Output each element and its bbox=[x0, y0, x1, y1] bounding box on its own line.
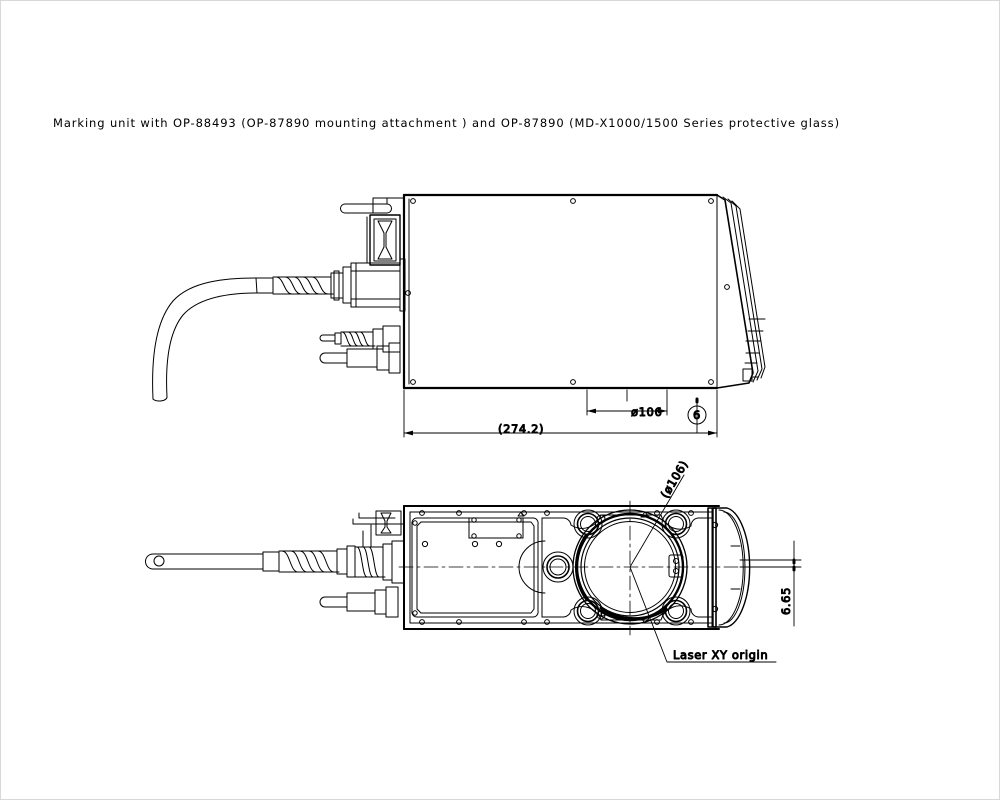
dimension-lens-diameter: ø106 bbox=[631, 405, 662, 419]
circled-detail-marker-label: 6 bbox=[693, 408, 701, 422]
boss-top-left bbox=[573, 509, 603, 539]
side-elevation-view: (274.2) ø106 6 bbox=[152, 193, 766, 438]
diameter-reference-leader bbox=[629, 474, 685, 568]
dimension-lens-diameter-ref: (ø106) bbox=[658, 458, 691, 501]
lower-connector-group bbox=[319, 325, 401, 374]
protective-glass-cap bbox=[707, 507, 751, 628]
dimension-lines-side-view bbox=[403, 389, 718, 438]
cover-plate-outline bbox=[411, 517, 539, 618]
circled-detail-marker: 6 bbox=[687, 405, 707, 425]
body-fasteners bbox=[405, 198, 730, 385]
laser-origin-leader bbox=[629, 566, 777, 663]
centerlines bbox=[398, 500, 782, 636]
drawing-caption: Marking unit with OP-88493 (OP-87890 mou… bbox=[53, 116, 840, 130]
bottom-plan-view: (ø106) Laser XY origin 6.65 bbox=[145, 457, 802, 663]
marking-head-body bbox=[402, 193, 719, 390]
dimension-overall-length: (274.2) bbox=[498, 422, 544, 436]
mounting-bosses bbox=[542, 509, 691, 626]
boss-top-right bbox=[661, 509, 691, 539]
boss-bottom-left bbox=[573, 596, 603, 626]
cable-strain-relief-spiral bbox=[255, 276, 334, 295]
laser-origin-label: Laser XY origin bbox=[673, 648, 768, 662]
marking-head-body-plan bbox=[403, 505, 720, 630]
boss-bottom-right bbox=[661, 596, 691, 626]
fiber-optic-cable-bottom bbox=[145, 553, 264, 570]
cable-strain-relief-spiral-bottom bbox=[262, 550, 340, 573]
fiber-optic-cable bbox=[152, 277, 258, 402]
bottom-connector-cluster bbox=[319, 510, 405, 618]
mounting-attachment-bracket bbox=[340, 197, 405, 266]
protective-glass-end-assembly bbox=[716, 194, 766, 389]
plan-fasteners bbox=[412, 510, 694, 625]
upper-connector-barrel bbox=[330, 258, 406, 312]
dimension-glass-offset bbox=[739, 540, 802, 627]
dimension-glass-offset-label: 6.65 bbox=[779, 587, 793, 615]
